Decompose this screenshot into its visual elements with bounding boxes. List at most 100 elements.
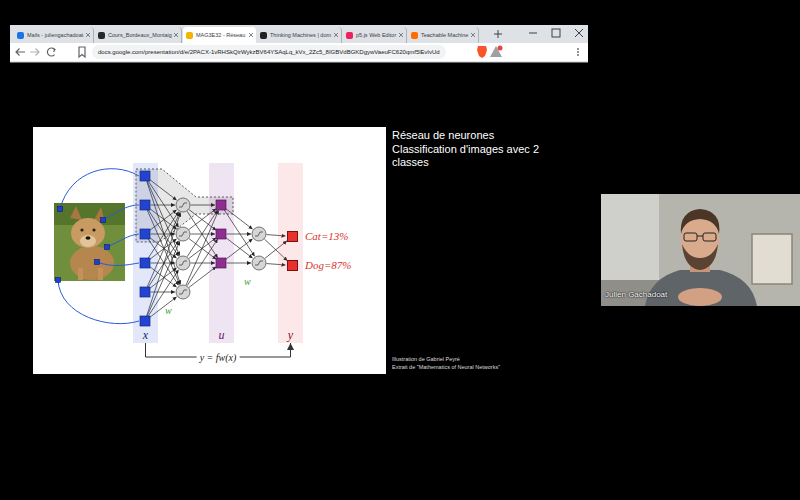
slide-panel — [33, 127, 386, 374]
pixel-curve — [58, 280, 139, 324]
forward-icon — [30, 49, 39, 56]
layer-band: yCat=13%Dog=87% — [278, 163, 303, 343]
dog-photo — [54, 203, 125, 281]
rewards-badge — [498, 46, 503, 51]
tab-close — [248, 32, 254, 38]
label-slot: Julien Gachadoat — [605, 291, 667, 300]
wall-picture — [752, 234, 792, 284]
tab-close-stroke — [334, 33, 338, 37]
label-slot: y = fw(x) — [197, 352, 240, 363]
dog-head — [71, 218, 105, 248]
reload-head — [53, 48, 56, 52]
node-text: p5.js Web Editor — [356, 32, 396, 38]
address-field: docs.google.com/presentation/d/e/2PACX-1… — [92, 45, 446, 59]
browser-tab: Cours_Bordeaux_Montaig — [95, 27, 182, 43]
menu-dot — [577, 48, 579, 50]
tab-close — [173, 32, 179, 38]
weight-symbol: w — [165, 305, 172, 316]
tab-close-stroke — [471, 33, 475, 37]
dog-nose — [86, 236, 91, 240]
activation-unit — [176, 227, 190, 241]
label-slot: w — [244, 276, 251, 287]
activation-unit — [252, 227, 266, 241]
dog-eye — [80, 228, 83, 231]
credit-note: Illustration de Gabriel Peyré — [392, 356, 582, 363]
browser-chrome — [10, 25, 588, 62]
person-hair — [681, 209, 720, 234]
close-icon — [575, 29, 583, 37]
node-text: Thinking Machines | dom — [270, 32, 331, 38]
activation-symbol — [179, 261, 187, 265]
tab-favicon — [260, 32, 267, 39]
label-slot: Extrait de "Mathematics of Neural Networ… — [392, 364, 582, 371]
toolbar — [10, 43, 588, 62]
dog-ear — [70, 206, 82, 220]
dog-eye — [92, 228, 95, 231]
tab-close — [333, 32, 339, 38]
menu-dot — [577, 51, 579, 53]
weight-symbol: w — [244, 276, 251, 287]
bookmark-icon — [79, 47, 85, 57]
activation-unit — [176, 198, 190, 212]
browser-tab: p5.js Web Editor — [343, 27, 407, 43]
tab-favicon — [411, 32, 418, 39]
dog-leg — [78, 268, 83, 280]
glasses-bridge — [697, 236, 703, 237]
pixel-mark — [101, 218, 106, 223]
node-text: Dog=87% — [305, 260, 352, 271]
tab-close — [85, 32, 91, 38]
label-slot: w — [165, 305, 172, 316]
browser-tab: MAG3E32 - Réseau — [183, 27, 256, 43]
dog-body — [70, 246, 114, 280]
brave-shield-icon — [477, 46, 487, 58]
node-text: Cat=13% — [305, 231, 348, 242]
webcam-wall — [601, 194, 800, 306]
maximize-icon — [552, 29, 560, 37]
tab-close-stroke — [174, 33, 178, 37]
tab-close-stroke — [174, 33, 178, 37]
glasses-lens — [684, 233, 697, 241]
node-text: u — [219, 329, 225, 342]
slide-subtitle: Classification d'images avec 2 classes — [392, 143, 562, 168]
tab-favicon — [186, 32, 193, 39]
label-slot: Réseau de neurones — [392, 129, 572, 142]
pixel-curves — [58, 169, 139, 324]
new-tab-plus — [494, 30, 502, 38]
node-text: Cours_Bordeaux_Montaig — [108, 32, 172, 38]
tab-close — [470, 32, 476, 38]
dog-leg — [98, 268, 103, 280]
tab-close — [398, 32, 404, 38]
back-icon — [16, 49, 25, 56]
activation-unit — [176, 256, 190, 270]
output-unit: Cat=13% — [287, 231, 298, 242]
label-slot: Illustration de Gabriel Peyré — [392, 356, 582, 363]
tab-close-stroke — [86, 33, 90, 37]
tab-favicon — [98, 32, 105, 39]
node-text: MAG3E32 - Réseau — [196, 32, 245, 38]
activation-unit — [176, 285, 190, 299]
menu-icon — [577, 48, 579, 56]
activation-symbol — [179, 290, 187, 294]
window-controls — [529, 29, 583, 37]
tab-close-stroke — [249, 33, 253, 37]
nav-buttons — [16, 47, 85, 57]
person-glasses — [684, 233, 716, 241]
activation-symbol — [255, 232, 263, 236]
layer-band: u — [209, 163, 234, 343]
node-text: x — [143, 329, 148, 342]
rewards-icon — [490, 46, 502, 57]
pixel-curve — [60, 169, 139, 209]
node-text: y — [288, 329, 293, 342]
pixel-mark — [95, 260, 100, 265]
pixel-mark — [105, 245, 110, 250]
tab-strip — [10, 25, 588, 43]
tab-close-stroke — [471, 33, 475, 37]
tab-close-stroke — [399, 33, 403, 37]
credit-note: Extrait de "Mathematics of Neural Networ… — [392, 364, 582, 371]
pixel-mark — [58, 207, 63, 212]
activation-symbol — [255, 261, 263, 265]
pixel-marks — [56, 207, 110, 283]
toolbar-border — [10, 62, 588, 63]
